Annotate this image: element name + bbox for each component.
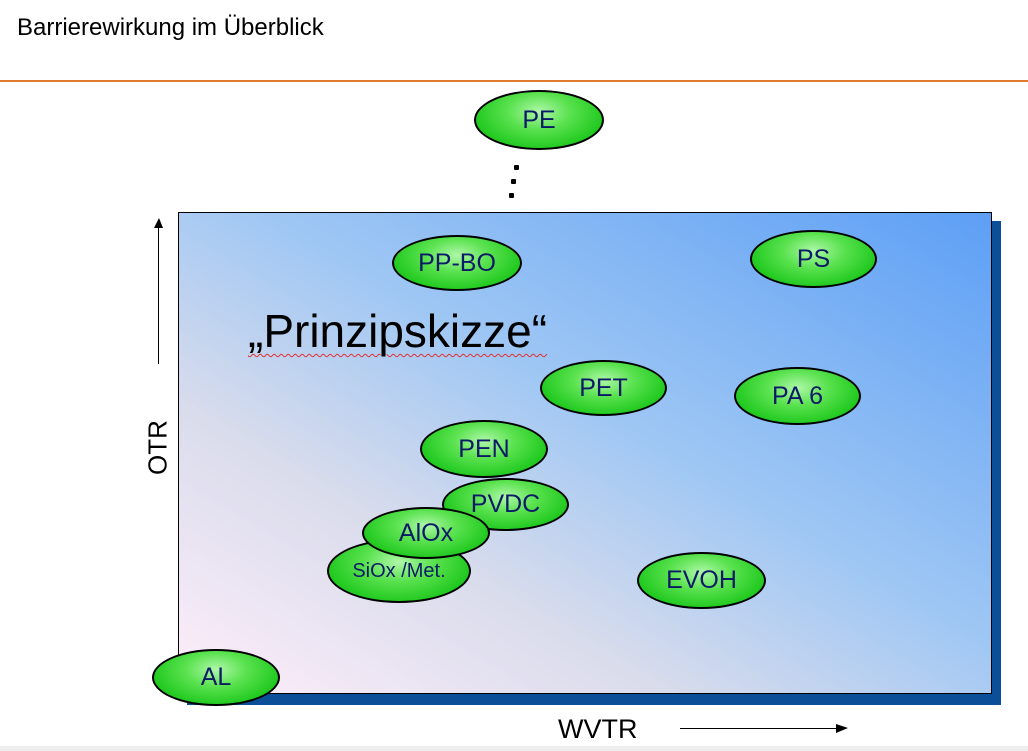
- material-evoh: EVOH: [637, 552, 766, 609]
- material-ps: PS: [750, 230, 877, 288]
- material-pet: PET: [540, 360, 667, 416]
- x-axis-arrow-line: [680, 728, 838, 729]
- material-alox: AlOx: [362, 507, 490, 559]
- title-divider: [0, 80, 1028, 82]
- x-axis-arrow-head: [836, 724, 848, 733]
- material-al: AL: [152, 649, 280, 706]
- material-pp-bo: PP-BO: [392, 235, 522, 291]
- bottom-strip: [0, 746, 1028, 751]
- material-pen: PEN: [420, 420, 548, 478]
- slide-title: Barrierewirkung im Überblick: [17, 14, 324, 41]
- material-pa6: PA 6: [734, 367, 861, 425]
- material-pe: PE: [474, 90, 604, 150]
- plot-area: [178, 212, 992, 694]
- y-axis-arrow-head: [154, 218, 163, 228]
- x-axis-label: WVTR: [558, 714, 638, 744]
- sketch-watermark: „Prinzipskizze“: [248, 305, 548, 357]
- y-axis-label: OTR: [142, 420, 173, 475]
- material-pvdc: PVDC: [442, 478, 569, 531]
- y-axis-arrow-line: [158, 226, 159, 364]
